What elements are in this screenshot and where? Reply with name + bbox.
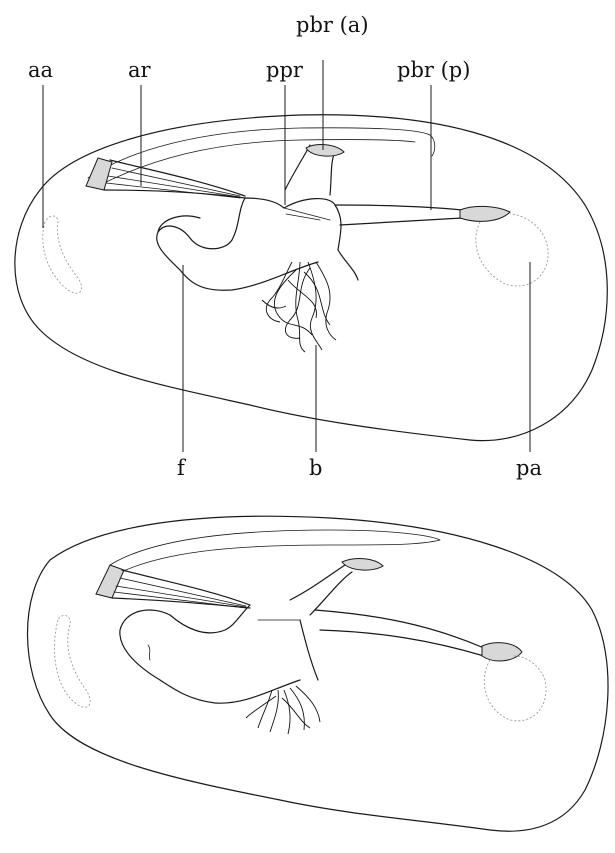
hinge-line-bottom <box>110 530 440 575</box>
label-pa: pa <box>516 458 542 479</box>
byssus-top <box>262 262 336 352</box>
posterior-byssal-scar-bottom <box>482 643 522 661</box>
posterior-byssal-retractor-bottom <box>315 610 484 656</box>
label-f: f <box>177 458 185 479</box>
foot-top <box>157 198 358 290</box>
anterior-byssal-scar-bottom <box>342 559 383 571</box>
bottom-specimen <box>28 516 609 831</box>
label-aa: aa <box>28 60 53 81</box>
anterior-adductor-bottom <box>54 615 90 707</box>
shell-outline-bottom <box>28 516 609 831</box>
anterior-adductor-top <box>43 216 82 293</box>
hinge-line-top-2 <box>100 140 415 185</box>
byssus-bottom <box>246 686 320 734</box>
posterior-adductor-top <box>476 214 548 286</box>
foot-toe-top <box>158 216 200 232</box>
label-ppr: ppr <box>266 60 303 81</box>
hinge-line-top <box>88 128 430 178</box>
posterior-adductor-bottom <box>484 656 546 721</box>
anterior-byssal-scar-top <box>306 145 344 157</box>
label-ar: ar <box>128 60 151 81</box>
posterior-byssal-retractor-top <box>335 205 462 225</box>
label-b: b <box>309 458 322 479</box>
anterior-retractor-fibres-top <box>106 168 240 198</box>
label-pbr-a: pbr (a) <box>296 15 369 36</box>
anterior-retractor-scar-top <box>86 158 112 190</box>
anterior-retractor-fibres-bottom <box>114 578 246 608</box>
anterior-byssal-retractor-bottom <box>290 565 352 615</box>
posterior-byssal-scar-top <box>460 206 510 221</box>
pedal-protractor-top <box>284 208 330 220</box>
label-pbr-p: pbr (p) <box>397 60 470 81</box>
top-specimen <box>15 60 607 452</box>
foot-notch-bottom <box>148 645 150 660</box>
